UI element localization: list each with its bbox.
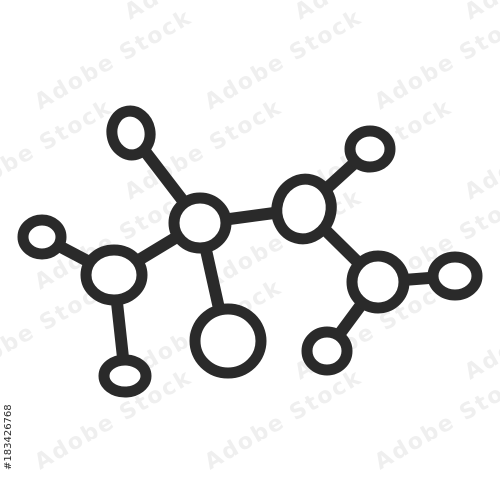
atom-far-right: [427, 251, 483, 301]
atom-upper-right: [344, 125, 396, 173]
atom-bottom: [189, 303, 267, 379]
atom-lower-left: [98, 354, 152, 398]
atom-bottom-right: [301, 326, 353, 376]
atom-right: [271, 173, 337, 245]
atom-top: [106, 105, 156, 161]
atoms: [17, 105, 483, 398]
atom-left: [80, 244, 148, 306]
atom-lower-right: [346, 250, 410, 314]
atom-center: [168, 192, 232, 254]
stock-id-text: #183426768: [3, 404, 14, 470]
atom-far-left: [17, 214, 67, 260]
stock-id-label: #183426768: [3, 404, 17, 471]
